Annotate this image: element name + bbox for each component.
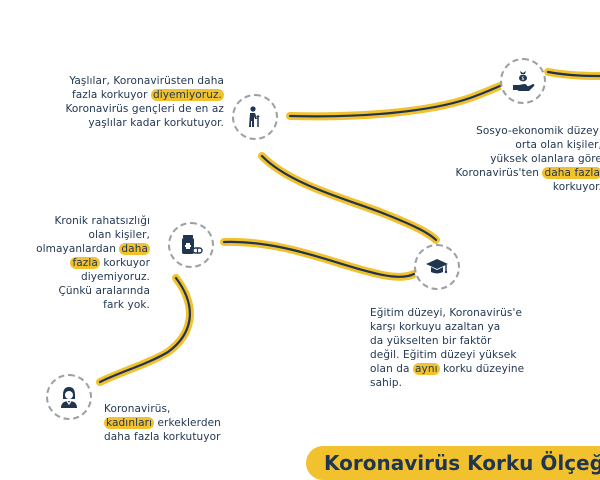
text-line: karşı korkuyu azaltan ya (370, 320, 524, 334)
text-line: Koronavirüs gençleri de en az (65, 102, 224, 116)
text-segment: karşı korkuyu azaltan ya (370, 321, 501, 333)
text-segment: korku düzeyine (439, 363, 525, 375)
text-segment: diyemiyoruz. (80, 271, 150, 283)
text-segment: Kronik rahatsızlığı (54, 215, 150, 227)
text-segment: korkuyor (99, 257, 150, 269)
text-line: sahip. (370, 376, 524, 390)
text-segment: olan kişiler, (88, 229, 150, 241)
graduation-cap-icon (426, 259, 448, 274)
text-line: Koronavirüs'ten daha fazla (455, 166, 600, 180)
woman-with-headset-icon (61, 387, 77, 408)
text-segment: yüksek olanlara göre (490, 153, 600, 165)
text-segment: Koronavirüs, (104, 403, 171, 415)
hand-holding-money-bag-icon: $ (513, 71, 535, 91)
text-segment: daha fazla korkutuyor (104, 431, 221, 443)
text-segment: değil. Eğitim düzeyi yüksek (370, 349, 517, 361)
title-banner (306, 446, 600, 480)
text-line: kadınları erkeklerden (104, 416, 221, 430)
elderly-badge (232, 94, 278, 140)
text-segment: Sosyo-ekonomik düzeyi (476, 125, 600, 137)
text-line: yaşlılar kadar korkutuyor. (65, 116, 224, 130)
text-segment: sahip. (370, 377, 403, 389)
text-segment: yaşlılar kadar korkutuyor. (88, 117, 224, 129)
text-segment: erkeklerden (154, 417, 221, 429)
text-segment: Eğitim düzeyi, Koronavirüs'e (370, 307, 523, 319)
text-line: Sosyo-ekonomik düzeyi (455, 124, 600, 138)
banner-title: Koronavirüs Korku Ölçeği (324, 451, 600, 475)
connector-elderly-education (258, 152, 440, 244)
text-line: diyemiyoruz. (36, 270, 150, 284)
text-line: olmayanlardan daha (36, 242, 150, 256)
text-line: fazla korkuyor diyemiyoruz. (65, 88, 224, 102)
text-line: da yükselten bir faktör (370, 334, 524, 348)
education-badge (414, 244, 460, 290)
text-line: orta olan kişiler, (455, 138, 600, 152)
text-segment: da yükselten bir faktör (370, 335, 492, 347)
socio-text: Sosyo-ekonomik düzeyi orta olan kişiler, y… (455, 124, 600, 194)
text-line: Koronavirüs, (104, 402, 221, 416)
highlighted-phrase: daha fazla (542, 167, 600, 179)
text-line: Eğitim düzeyi, Koronavirüs'e (370, 306, 524, 320)
text-segment: fark yok. (103, 299, 150, 311)
text-segment: Koronavirüs gençleri de en az (65, 103, 224, 115)
text-segment: orta olan kişiler, (515, 139, 600, 151)
text-line: daha fazla korkutuyor (104, 430, 221, 444)
text-line: korkuyor. (455, 180, 600, 194)
text-line: Kronik rahatsızlığı (36, 214, 150, 228)
text-segment: Koronavirüs'ten (455, 167, 543, 179)
highlighted-phrase: fazla (70, 257, 100, 269)
socio-badge: $ (500, 58, 546, 104)
education-text: Eğitim düzeyi, Koronavirüs'e karşı korkuy… (370, 306, 524, 390)
text-line: yüksek olanlara göre (455, 152, 600, 166)
text-line: olan kişiler, (36, 228, 150, 242)
highlighted-phrase: diyemiyoruz. (150, 89, 224, 101)
text-line: fazla korkuyor (36, 256, 150, 270)
text-segment: fazla korkuyor (71, 89, 151, 101)
svg-text:$: $ (521, 76, 524, 82)
text-line: olan da aynı korku düzeyine (370, 362, 524, 376)
highlighted-phrase: aynı (413, 363, 440, 375)
text-line: Çünkü aralarında (36, 284, 150, 298)
chronic-badge (168, 222, 214, 268)
connector-chronic-education (220, 237, 418, 281)
highlighted-phrase: daha (119, 243, 150, 255)
text-segment: Çünkü aralarında (58, 285, 150, 297)
text-segment: Yaşlılar, Koronavirüsten daha (69, 75, 224, 87)
highlighted-phrase: kadınları (104, 417, 155, 429)
text-segment: olan da (370, 363, 414, 375)
text-line: Yaşlılar, Koronavirüsten daha (65, 74, 224, 88)
women-badge (46, 374, 92, 420)
text-line: fark yok. (36, 298, 150, 312)
text-segment: korkuyor. (552, 181, 600, 193)
medicine-bottle-and-pills-icon (182, 235, 203, 254)
text-segment: olmayanlardan (36, 243, 120, 255)
text-line: değil. Eğitim düzeyi yüksek (370, 348, 524, 362)
elderly-person-with-cane-icon (249, 106, 260, 127)
